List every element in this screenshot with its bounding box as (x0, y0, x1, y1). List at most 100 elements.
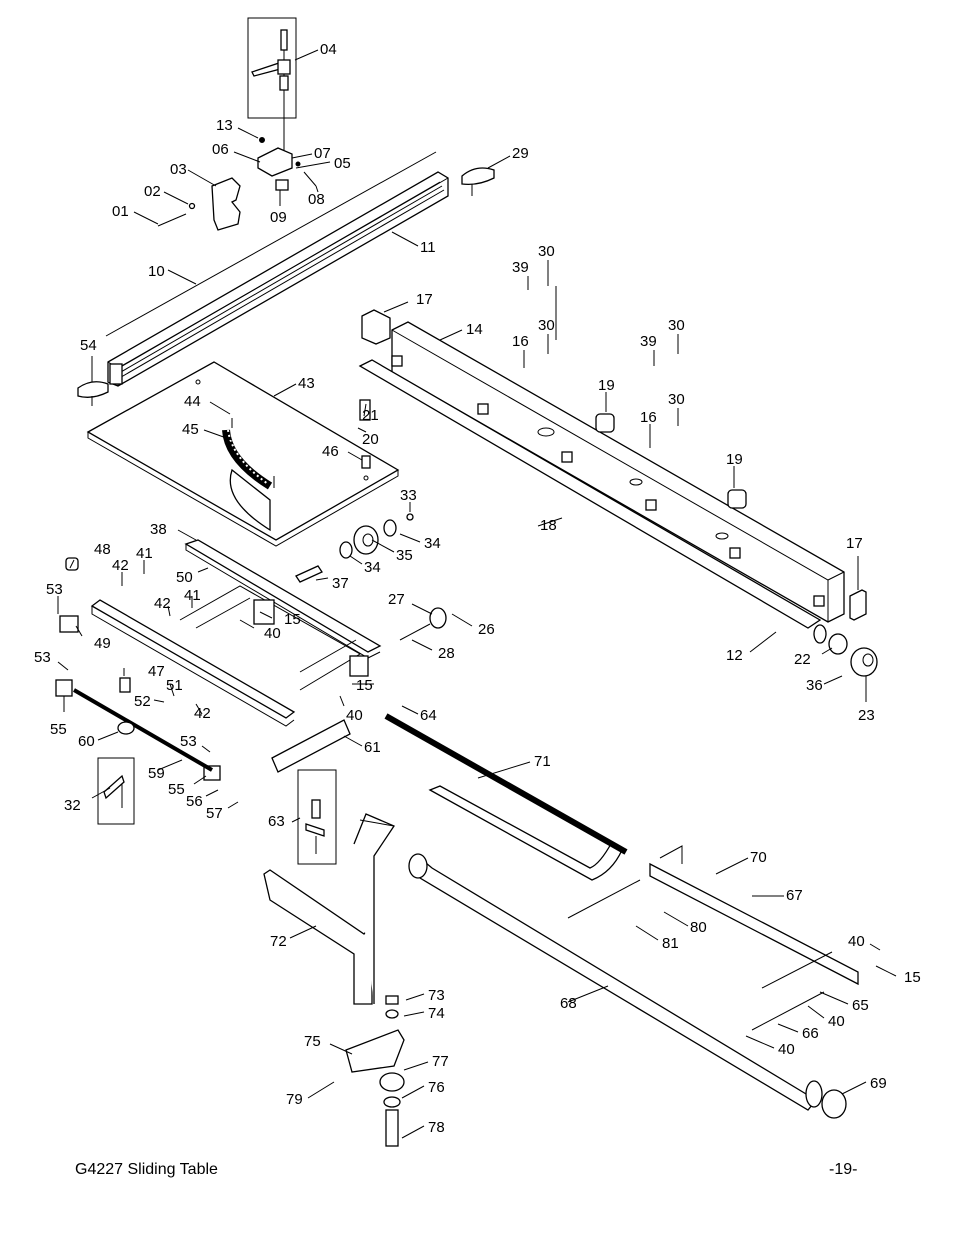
miter-gauge (229, 468, 271, 532)
callout: 60 (78, 733, 95, 750)
callout: 73 (428, 987, 445, 1004)
callout: 59 (148, 765, 165, 782)
callout: 40 (828, 1013, 845, 1030)
callout: 30 (538, 317, 555, 334)
callout: 02 (144, 183, 161, 200)
callout: 22 (794, 651, 811, 668)
callout: 81 (662, 935, 679, 952)
fence-end-cap-right (461, 167, 495, 186)
end-cap-17-top (361, 309, 391, 345)
callout: 72 (270, 933, 287, 950)
callout: 15 (356, 677, 373, 694)
callout: 01 (112, 203, 129, 220)
floor-support (384, 713, 859, 1119)
callout: 49 (94, 635, 111, 652)
detail-box-04 (247, 17, 297, 119)
callout: 19 (726, 451, 743, 468)
callout: 17 (846, 535, 863, 552)
callout: 79 (286, 1091, 303, 1108)
callout: 55 (168, 781, 185, 798)
callout: 27 (388, 591, 405, 608)
callout: 39 (512, 259, 529, 276)
callout: 17 (416, 291, 433, 308)
callout: 80 (690, 919, 707, 936)
hold-down-plate (211, 177, 241, 231)
callout: 04 (320, 41, 337, 58)
callout: 61 (364, 739, 381, 756)
leg-assembly (263, 813, 405, 1147)
callout: 21 (362, 407, 379, 424)
callout: 44 (184, 393, 201, 410)
callout: 64 (420, 707, 437, 724)
callout: 41 (184, 587, 201, 604)
callout: 18 (540, 517, 557, 534)
callout: 45 (182, 421, 199, 438)
callout: 78 (428, 1119, 445, 1136)
callout: 53 (46, 581, 63, 598)
foot-75 (345, 1029, 405, 1073)
callout: 75 (304, 1033, 321, 1050)
callout: 20 (362, 431, 379, 448)
callout: 57 (206, 805, 223, 822)
callout: 53 (180, 733, 197, 750)
callout: 47 (148, 663, 165, 680)
support-frame (55, 539, 382, 781)
callout: 14 (466, 321, 483, 338)
callout: 55 (50, 721, 67, 738)
callout: 52 (134, 693, 151, 710)
callout: 07 (314, 145, 331, 162)
callout: 30 (668, 317, 685, 334)
footer-title: G4227 Sliding Table (75, 1161, 218, 1178)
callout: 09 (270, 209, 287, 226)
callout: 34 (364, 559, 381, 576)
callout: 33 (400, 487, 417, 504)
callout: 69 (870, 1075, 887, 1092)
callout: 16 (640, 409, 657, 426)
callout: 30 (668, 391, 685, 408)
callout: 42 (194, 705, 211, 722)
table-top (86, 361, 400, 547)
leader-lines (57, 49, 897, 1139)
callout: 42 (112, 557, 129, 574)
callout: 35 (396, 547, 413, 564)
callout: 50 (176, 569, 193, 586)
callout: 76 (428, 1079, 445, 1096)
leveling-wheel (379, 1072, 405, 1092)
callout: 39 (640, 333, 657, 350)
callout: 16 (512, 333, 529, 350)
callout: 32 (64, 797, 81, 814)
callout: 40 (346, 707, 363, 724)
callout-labels: 04 13 06 07 05 03 02 01 09 08 29 11 10 5… (34, 41, 921, 1136)
brace-67 (649, 862, 859, 986)
callout: 43 (298, 375, 315, 392)
callout: 12 (726, 647, 743, 664)
callout: 38 (150, 521, 167, 538)
callout: 37 (332, 575, 349, 592)
miter-scale (222, 429, 273, 490)
callout: 13 (216, 117, 233, 134)
callout: 54 (80, 337, 97, 354)
callout: 48 (94, 541, 111, 558)
callout: 11 (420, 239, 436, 256)
callout: 41 (136, 545, 153, 562)
callout: 68 (560, 995, 577, 1012)
fence-extrusion (77, 151, 495, 406)
callout: 28 (438, 645, 455, 662)
callout: 23 (858, 707, 875, 724)
callout: 30 (538, 243, 555, 260)
callout: 19 (598, 377, 615, 394)
callout: 77 (432, 1053, 449, 1070)
roller-assembly (295, 513, 447, 641)
callout: 29 (512, 145, 529, 162)
callout: 70 (750, 849, 767, 866)
clamp-assembly (157, 17, 317, 231)
callout: 53 (34, 649, 51, 666)
bracket-61 (271, 719, 351, 773)
callout: 46 (322, 443, 339, 460)
page-number: -19- (829, 1161, 858, 1178)
callout: 36 (806, 677, 823, 694)
callout: 42 (154, 595, 171, 612)
callout: 10 (148, 263, 165, 280)
callout: 34 (424, 535, 441, 552)
